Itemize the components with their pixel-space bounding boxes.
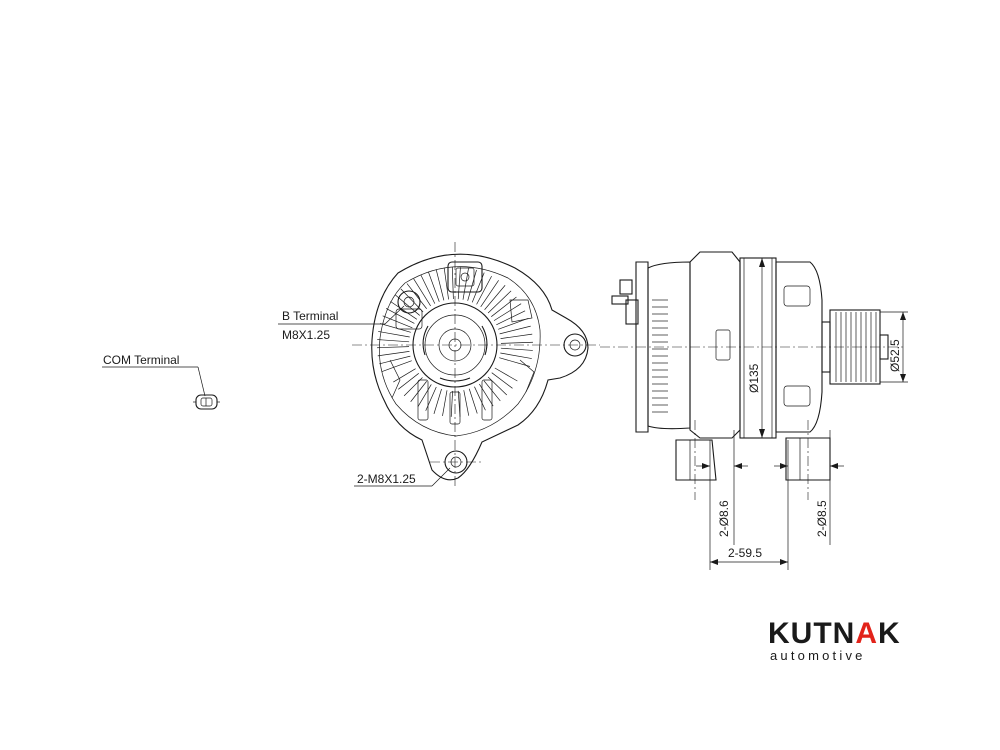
logo-brand: KUTNAK <box>768 617 901 650</box>
dim-pulley-diameter <box>880 311 908 383</box>
dim-pulley-diameter-label: Ø52.5 <box>888 339 902 372</box>
side-cooling-fins <box>652 299 668 413</box>
logo-letter: U <box>791 617 814 650</box>
logo-letter: K <box>768 617 791 650</box>
alternator-side-view <box>600 251 905 500</box>
logo-letter: A <box>855 617 878 650</box>
dim-housing-diameter-label: Ø135 <box>747 363 761 393</box>
b-terminal-label: B Terminal <box>282 309 338 323</box>
alternator-rear-view <box>352 242 600 488</box>
logo-letter: K <box>878 617 901 650</box>
logo-letter: N <box>833 617 856 650</box>
dim-hole-right-label: 2-Ø8.5 <box>815 500 829 537</box>
dim-spacing-label: 2-59.5 <box>728 546 762 560</box>
dim-hole-left-label: 2-Ø8.6 <box>717 500 731 537</box>
com-terminal-connector <box>193 394 220 410</box>
dim-spacing <box>710 559 788 565</box>
dim-housing-diameter <box>759 258 765 438</box>
logo-tagline: automotive <box>770 648 866 663</box>
b-terminal-thread-label: M8X1.25 <box>282 328 330 342</box>
com-terminal-label: COM Terminal <box>103 353 179 367</box>
mount-thread-leader <box>354 467 451 487</box>
mount-thread-label: 2-M8X1.25 <box>357 472 416 486</box>
kutnak-logo: KUTNAK automotive <box>768 617 901 663</box>
b-terminal-leader <box>278 305 405 325</box>
dim-hole-left <box>696 430 748 570</box>
rear-cooling-fins <box>377 267 533 417</box>
logo-letter: T <box>813 617 832 650</box>
com-terminal-leader <box>102 366 206 397</box>
dim-hole-right <box>774 430 844 570</box>
